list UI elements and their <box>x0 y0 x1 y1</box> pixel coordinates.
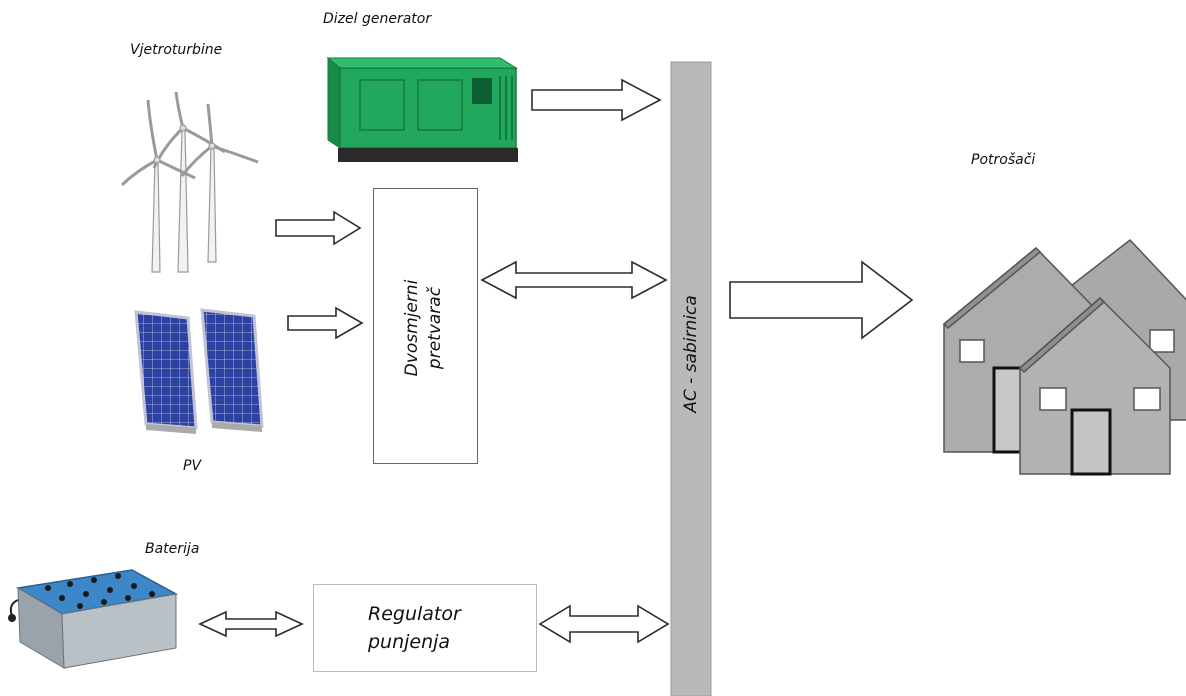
regulator-label-line2: punjenja <box>368 631 451 653</box>
arrow-diesel-to-bus <box>531 78 662 122</box>
bidirectional-converter-box <box>373 188 478 464</box>
converter-label-line1: Dvosmjerni <box>402 279 422 377</box>
regulator-label-line1: Regulator <box>368 603 461 625</box>
ac-bus-bar <box>670 61 712 696</box>
arrow-bus-to-consumers <box>729 260 914 340</box>
houses-icon <box>942 238 1186 476</box>
battery-bank-icon <box>8 569 179 669</box>
solar-panels-icon <box>134 308 264 434</box>
battery-label: Baterija <box>145 541 200 557</box>
wind-turbines-label: Vjetroturbine <box>130 42 223 58</box>
wind-turbines-icon <box>120 91 259 273</box>
arrow-wind-to-converter <box>275 210 362 246</box>
diesel-generator-label: Dizel generator <box>323 11 432 27</box>
consumers-label: Potrošači <box>971 152 1036 168</box>
regulator-label: Regulator punjenja <box>368 600 461 656</box>
charge-regulator-box <box>313 584 537 672</box>
diesel-generator-icon <box>326 56 518 162</box>
ac-bus-label: AC - sabirnica <box>681 295 701 413</box>
pv-label: PV <box>183 458 202 474</box>
converter-label-line2: pretvarač <box>424 286 445 370</box>
converter-label: Dvosmjerni pretvarač <box>401 253 447 403</box>
arrow-battery-regulator <box>198 610 304 638</box>
arrow-pv-to-converter <box>287 306 364 340</box>
arrow-converter-bus <box>480 260 668 300</box>
arrow-regulator-bus <box>538 604 670 644</box>
